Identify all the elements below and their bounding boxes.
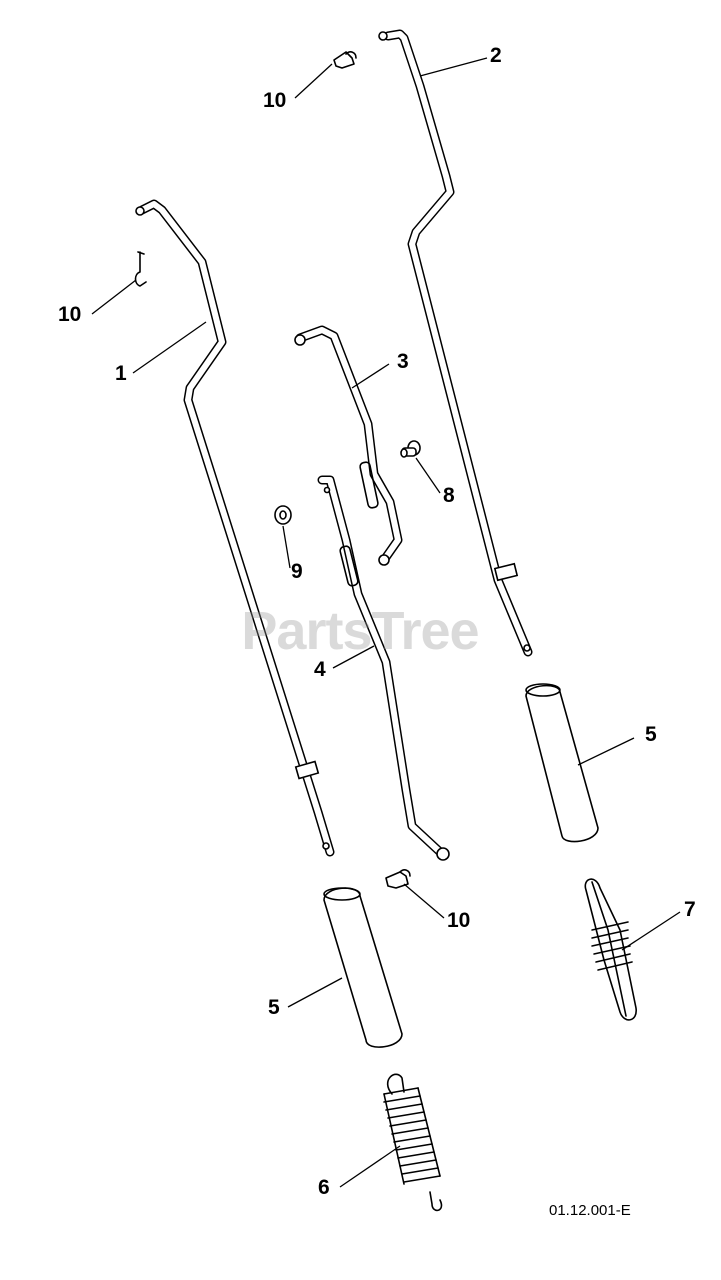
drawing-reference: 01.12.001-E: [549, 1202, 631, 1219]
part-10-clip-bottom[interactable]: [385, 869, 411, 889]
callout-9[interactable]: 9: [291, 560, 303, 583]
part-9-washer[interactable]: [274, 505, 292, 525]
callout-10-bottom[interactable]: 10: [447, 909, 471, 932]
part-2-control-rod[interactable]: [378, 29, 533, 657]
callout-1[interactable]: 1: [115, 362, 127, 385]
callout-7[interactable]: 7: [684, 898, 696, 921]
part-10-clip-left[interactable]: [134, 251, 147, 287]
partstree-watermark: PartsTree: [241, 601, 479, 661]
part-10-clip-top[interactable]: [333, 51, 357, 69]
part-7-spring-loop[interactable]: [584, 878, 637, 1021]
callout-8[interactable]: 8: [443, 484, 455, 507]
callout-4[interactable]: 4: [314, 658, 326, 681]
callout-5-right[interactable]: 5: [645, 723, 657, 746]
callout-5-left[interactable]: 5: [268, 996, 280, 1019]
part-5-grip-right[interactable]: [525, 683, 599, 843]
callout-2[interactable]: 2: [490, 44, 502, 67]
part-3-link-bracket[interactable]: [294, 325, 403, 566]
leader-lines: [91, 57, 681, 1188]
part-8-pin[interactable]: [400, 440, 421, 458]
callout-6[interactable]: 6: [318, 1176, 330, 1199]
part-1-control-rod[interactable]: [135, 199, 335, 857]
callout-10-left[interactable]: 10: [58, 303, 82, 326]
part-6-extension-spring[interactable]: [383, 1073, 443, 1212]
callout-10-top[interactable]: 10: [263, 89, 287, 112]
part-5-grip-left[interactable]: [323, 887, 403, 1048]
part-4-slotted-lever[interactable]: [317, 475, 450, 861]
callout-3[interactable]: 3: [397, 350, 409, 373]
